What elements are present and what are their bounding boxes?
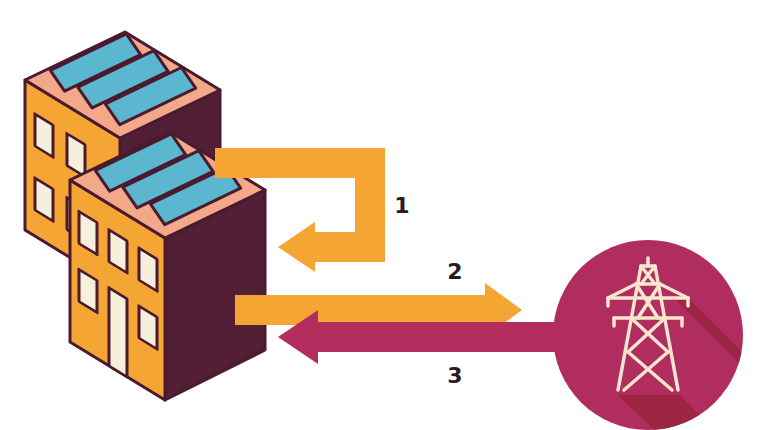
import-arrow (278, 310, 580, 364)
solar-panel (105, 68, 195, 125)
grid-icon (553, 240, 760, 430)
callout-number: 1 (394, 195, 409, 217)
callout-number: 3 (447, 365, 462, 387)
callout-number: 2 (447, 261, 462, 283)
self-use-arrow (215, 148, 385, 272)
